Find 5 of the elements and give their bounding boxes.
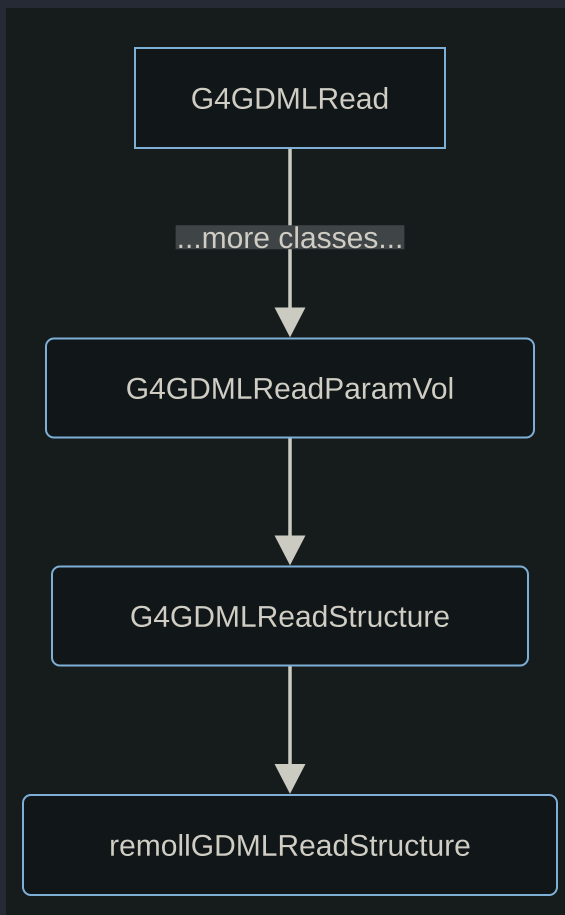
edge-label: ...more classes...	[176, 225, 404, 250]
class-box: G4GDMLReadParamVol	[45, 338, 535, 438]
class-box: G4GDMLRead	[134, 47, 446, 149]
class-box: G4GDMLReadStructure	[51, 566, 529, 666]
class-box: remollGDMLReadStructure	[22, 794, 558, 896]
